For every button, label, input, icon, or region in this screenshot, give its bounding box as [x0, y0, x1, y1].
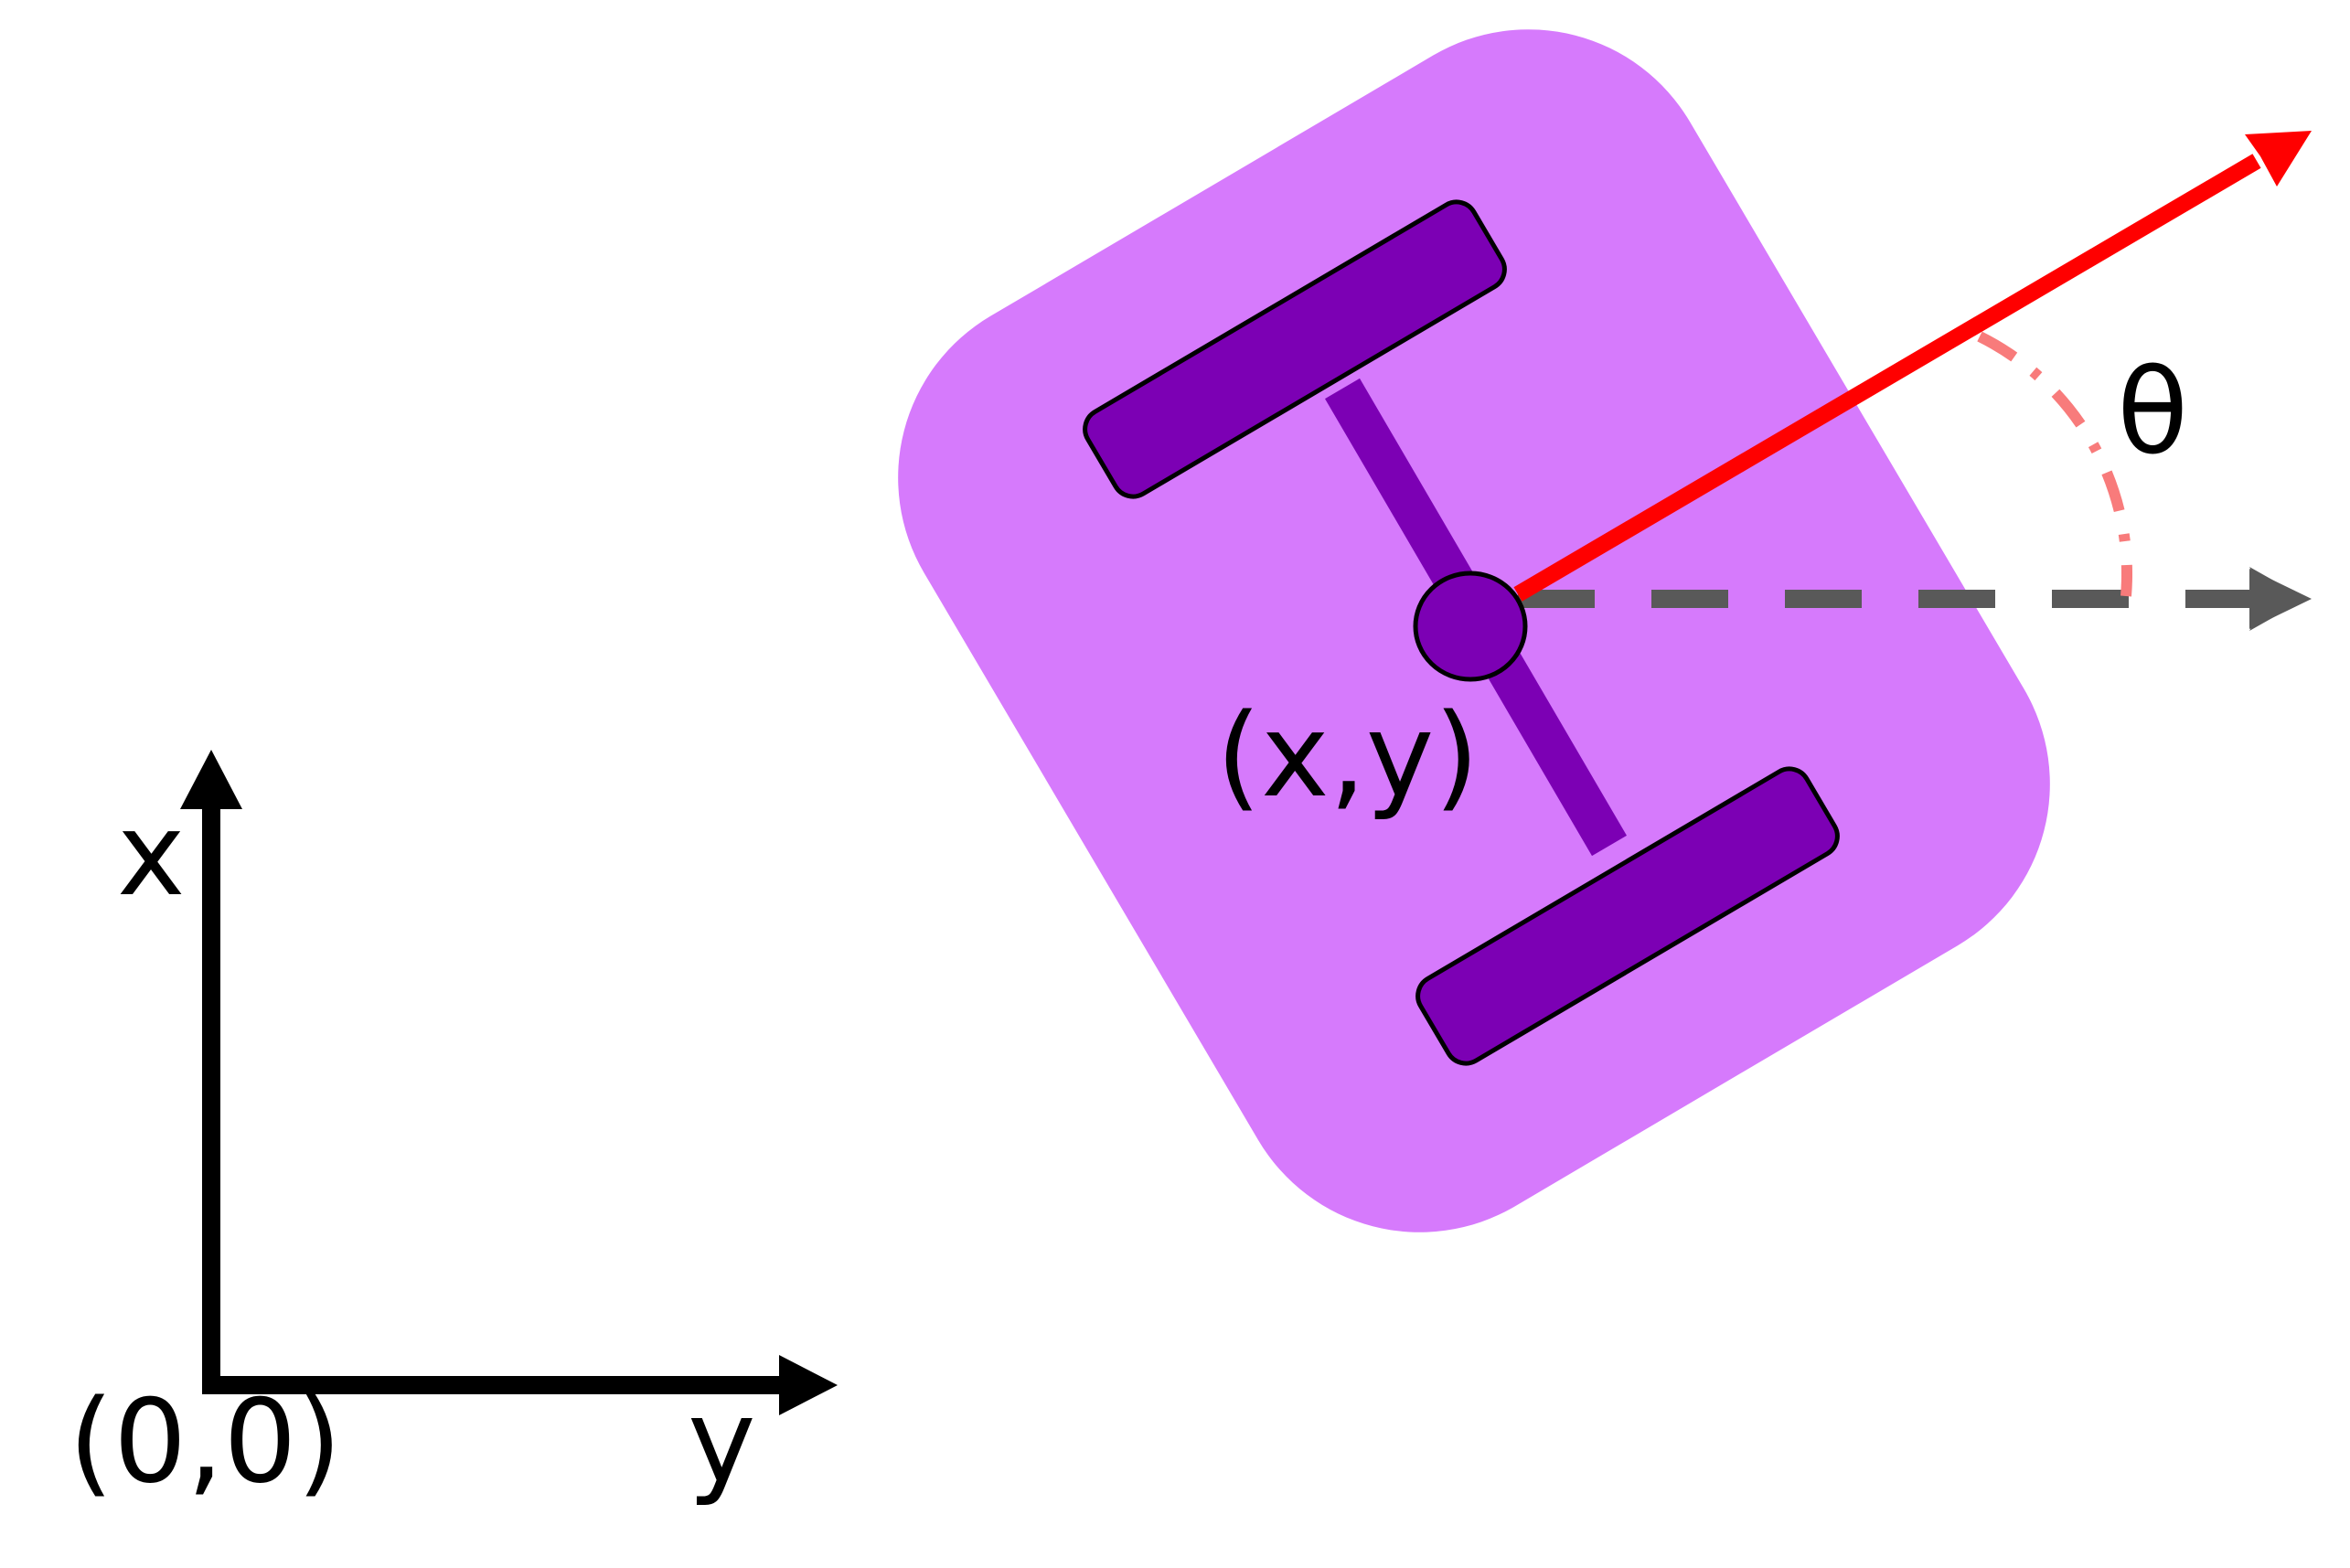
center-point [1413, 571, 1528, 682]
position-label: (x,y) [1216, 688, 1479, 823]
wheel-top [1083, 199, 1507, 499]
x-axis-label: x [117, 787, 186, 922]
angle-arc [1977, 331, 2132, 597]
y-axis-label: y [688, 1374, 756, 1509]
y-axis-arrow-icon [779, 1355, 838, 1415]
x-axis-arrow-icon [180, 750, 242, 809]
heading-arrow-icon [2245, 131, 2312, 187]
origin-label: (0,0) [69, 1374, 342, 1509]
heading-arrow-line [1513, 154, 2261, 602]
theta-label: θ [2117, 345, 2188, 481]
reference-arrow-head [2249, 569, 2312, 629]
wheel-bottom [1415, 766, 1840, 1066]
